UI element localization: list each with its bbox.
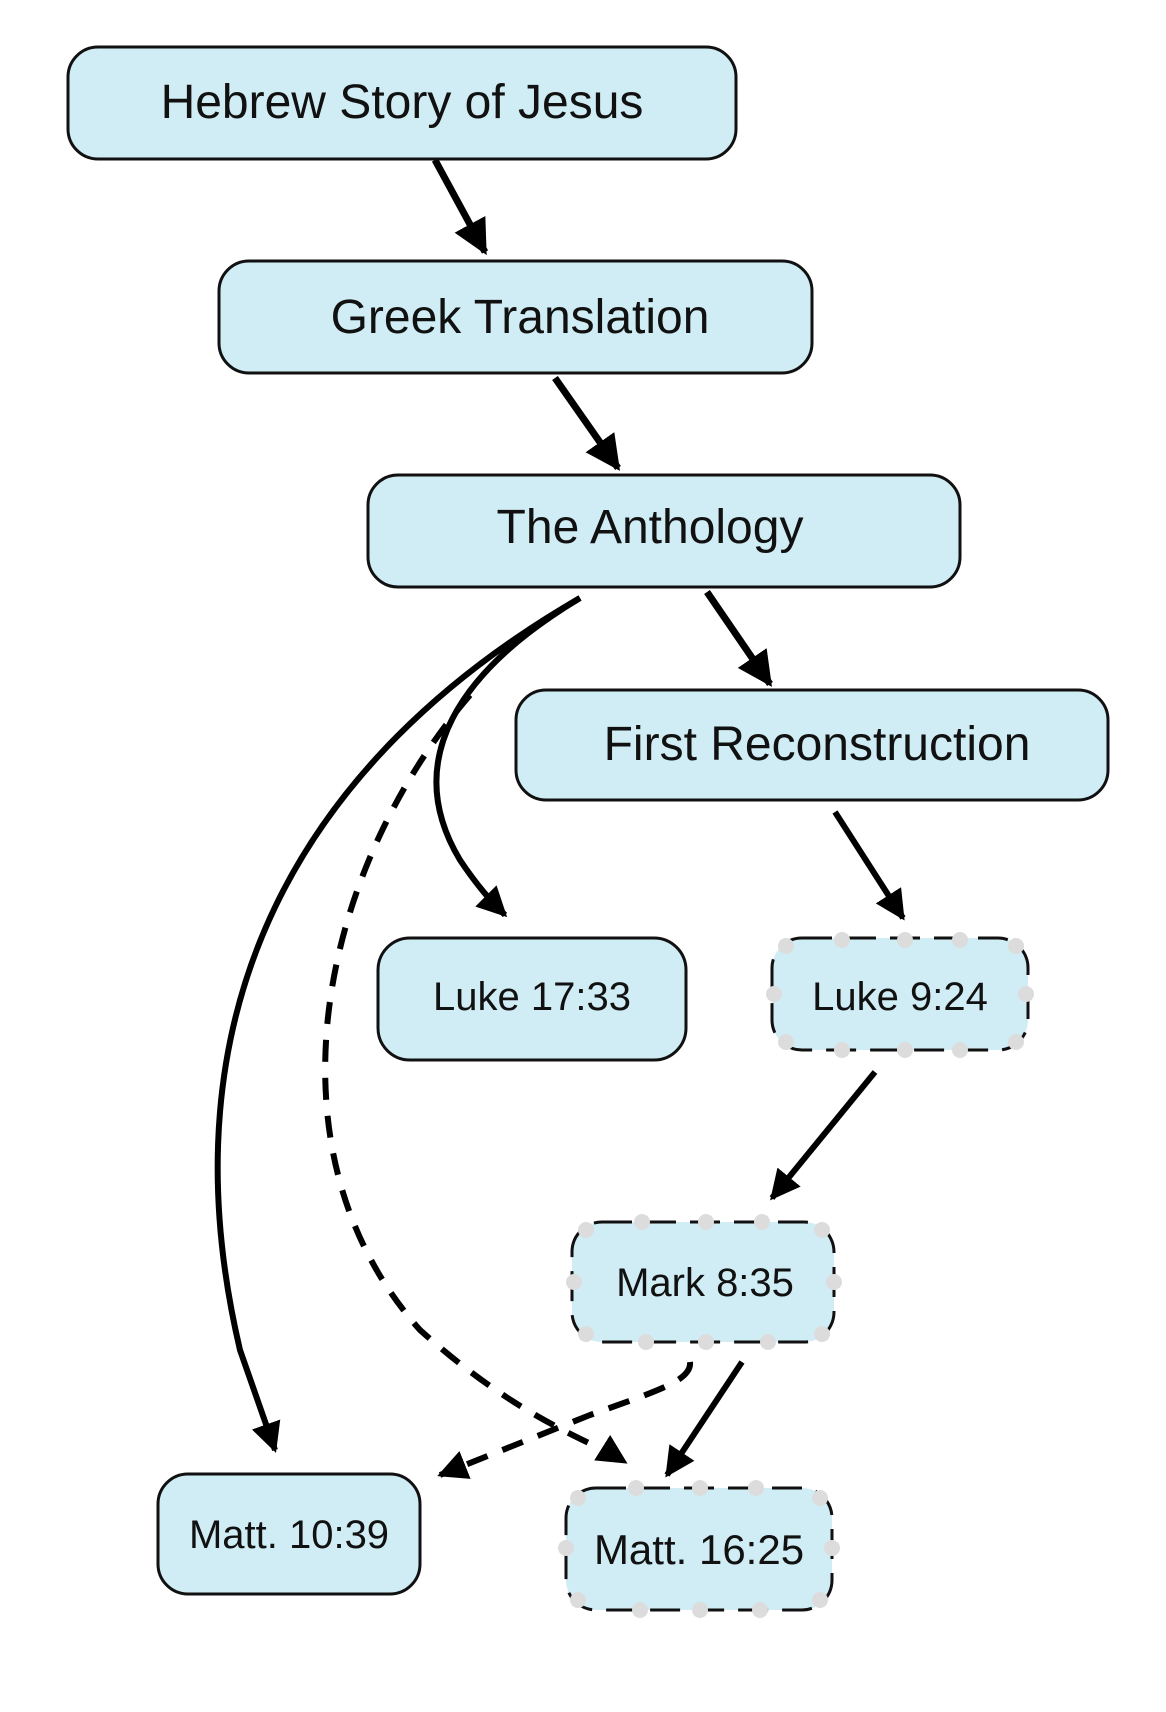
nodes: Hebrew Story of Jesus Greek Translation …	[66, 45, 1110, 1618]
connector-dots	[558, 1480, 840, 1618]
node-label: Hebrew Story of Jesus	[161, 76, 644, 129]
node-label: First Reconstruction	[604, 718, 1031, 771]
node-mark-8-35[interactable]: Mark 8:35	[566, 1214, 842, 1350]
edge-mark-8-35-to-matt-16-25	[664, 1360, 745, 1478]
node-label: Luke 9:24	[812, 975, 988, 1019]
edge-mark-8-35-to-matt-10-39	[437, 1361, 694, 1479]
node-the-anthology[interactable]: The Anthology	[366, 473, 962, 589]
node-greek-translation[interactable]: Greek Translation	[217, 259, 814, 375]
edge-luke-9-24-to-mark-8-35	[769, 1070, 878, 1201]
edge-anthology-to-matt-10-39	[214, 595, 582, 1453]
node-hebrew-story-of-jesus[interactable]: Hebrew Story of Jesus	[66, 45, 738, 161]
edge-anthology-to-luke-17-33	[433, 595, 582, 918]
node-first-reconstruction[interactable]: First Reconstruction	[514, 688, 1110, 802]
node-label: The Anthology	[497, 501, 804, 554]
edges	[214, 158, 906, 1479]
node-luke-17-33[interactable]: Luke 17:33	[376, 936, 688, 1062]
node-matt-10-39[interactable]: Matt. 10:39	[156, 1472, 422, 1596]
node-label: Luke 17:33	[433, 975, 631, 1019]
edge-anthology-to-first-reconstruction	[704, 590, 773, 687]
node-label: Mark 8:35	[616, 1261, 794, 1305]
connector-dots	[766, 932, 1034, 1058]
node-label: Matt. 10:39	[189, 1513, 389, 1557]
edge-first-reconstruction-to-luke-9-24	[832, 810, 906, 921]
edge-anthology-to-matt-16-25	[322, 693, 628, 1465]
node-label: Matt. 16:25	[594, 1526, 804, 1573]
node-matt-16-25[interactable]: Matt. 16:25	[558, 1480, 840, 1618]
connector-dots	[566, 1214, 842, 1350]
edge-hebrew-to-greek	[431, 158, 489, 256]
node-label: Greek Translation	[331, 291, 710, 344]
edge-greek-to-anthology	[552, 375, 621, 471]
node-luke-9-24[interactable]: Luke 9:24	[766, 932, 1034, 1058]
